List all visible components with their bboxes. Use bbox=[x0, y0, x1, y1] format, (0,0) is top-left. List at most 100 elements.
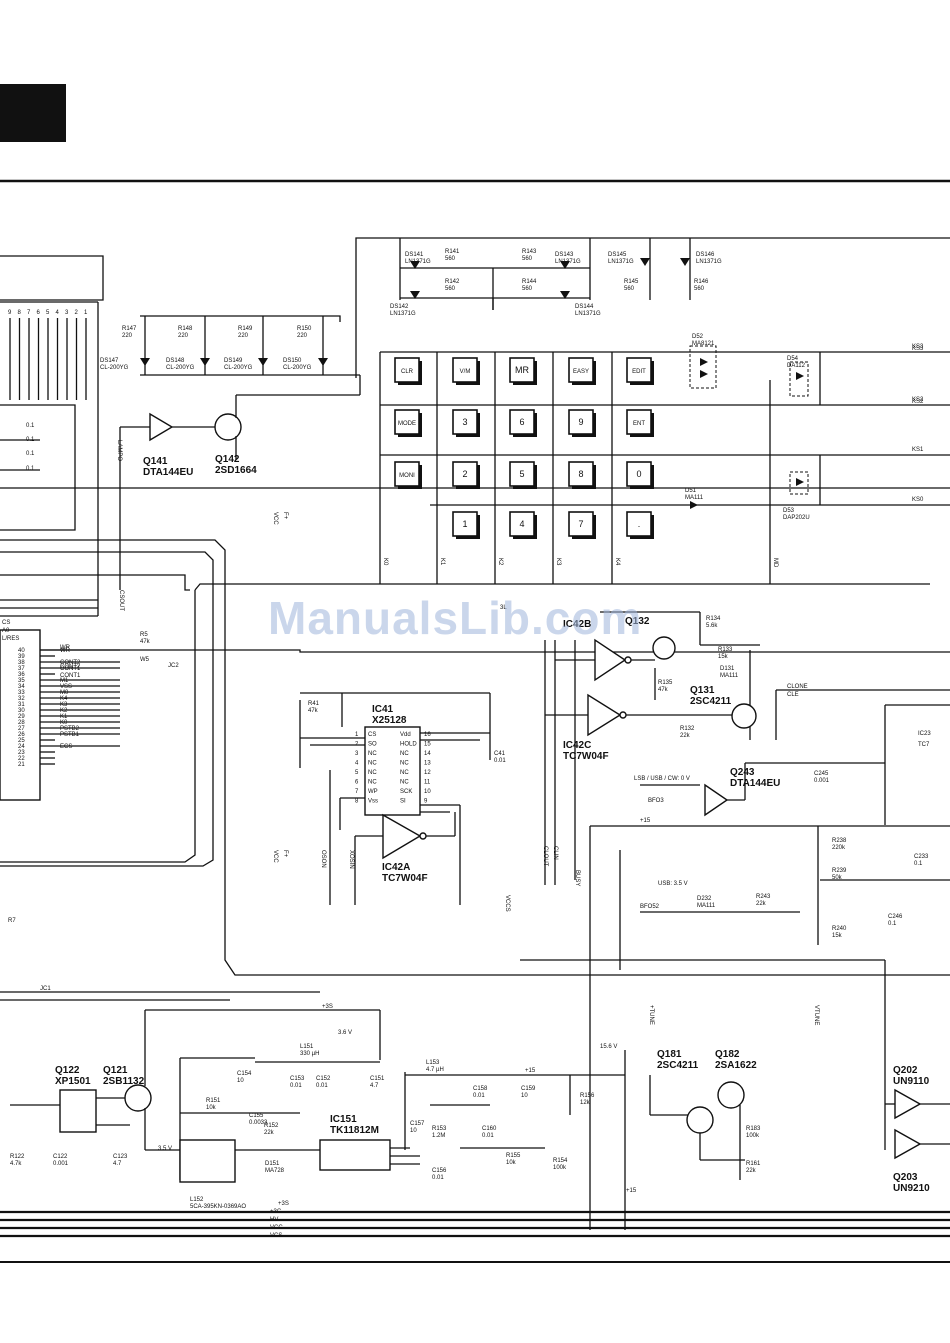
ic41-pin-num-right: 12 bbox=[424, 770, 431, 776]
key-face bbox=[626, 357, 652, 383]
cap-label: 0.1 bbox=[26, 423, 35, 429]
ic41-pin-right: SCK bbox=[400, 789, 412, 795]
resistor-value: 560 bbox=[445, 286, 456, 292]
resistor-value: 47k bbox=[140, 639, 151, 645]
key-face bbox=[509, 409, 535, 435]
keyline-label: KS3 bbox=[912, 344, 924, 350]
led-part: LN1371G bbox=[608, 259, 634, 265]
cpu-pin-number: 21 bbox=[18, 762, 25, 768]
capacitor-ref: C245 bbox=[814, 771, 829, 777]
capacitor-ref: C159 bbox=[521, 1086, 536, 1092]
net-label-cont1: CONT1 bbox=[60, 673, 81, 679]
keyline-label: KS0 bbox=[912, 497, 924, 503]
resistor-ref: R143 bbox=[522, 249, 537, 255]
keypad-key-moni: MONI bbox=[394, 461, 422, 489]
ic41-pin-right: NC bbox=[400, 761, 409, 767]
connector-pin-number: 1 bbox=[84, 310, 88, 316]
resistor-ref: R144 bbox=[522, 279, 537, 285]
capacitor-value: 0.01 bbox=[290, 1083, 302, 1089]
ic41-pin-right: NC bbox=[400, 751, 409, 757]
resistor-ref: R135 bbox=[658, 680, 673, 686]
resistor-value: 47k bbox=[308, 708, 319, 714]
capacitor-value: 0.001 bbox=[814, 778, 830, 784]
cpu-pin-signal: M1 bbox=[60, 678, 69, 684]
ic-ref: IC42C bbox=[563, 740, 591, 751]
keypad-key-clr: CLR bbox=[394, 357, 422, 385]
led-part: LN1371G bbox=[405, 259, 431, 265]
capacitor-value: 0.01 bbox=[473, 1093, 485, 1099]
vertical-net-label: +TUNE bbox=[648, 1005, 654, 1025]
key-column-label: K0 bbox=[382, 558, 388, 566]
transistor-part: UN9110 bbox=[893, 1076, 930, 1087]
led-symbol bbox=[410, 291, 420, 299]
resistor-ref: R134 bbox=[706, 616, 721, 622]
key-label: 0 bbox=[636, 469, 641, 479]
resistor-value: 1.2M bbox=[432, 1133, 445, 1139]
key-column-label: K1 bbox=[439, 558, 445, 566]
ic41-pin-num-left: 7 bbox=[355, 789, 359, 795]
led-part: CL-200YG bbox=[224, 365, 253, 371]
ic42a-inverter bbox=[329, 770, 456, 905]
led-ref: DS143 bbox=[555, 252, 574, 258]
key-label: 6 bbox=[519, 417, 524, 427]
ic41-pin-right: NC bbox=[400, 770, 409, 776]
diode-part: MA111 bbox=[685, 495, 704, 501]
ic41-pin-num-left: 3 bbox=[355, 751, 359, 757]
resistor-ref: R122 bbox=[10, 1154, 25, 1160]
component-labels: R141560R142560R143560R144560R145560R1465… bbox=[8, 249, 931, 1239]
vertical-net-label: VCC bbox=[272, 850, 278, 863]
bus-label: L/RES bbox=[2, 636, 19, 642]
cpu-pin-signal: PSTB1 bbox=[60, 732, 80, 738]
key-label: 7 bbox=[578, 519, 583, 529]
resistor-ref: R5 bbox=[140, 632, 148, 638]
net-label-jc2: JC2 bbox=[168, 663, 179, 669]
cpu-pin-signal: M0 bbox=[60, 690, 69, 696]
resistor-value: 10k bbox=[506, 1160, 517, 1166]
keypad-key-5: 5 bbox=[509, 461, 537, 489]
resistor-value: 220k bbox=[832, 845, 846, 851]
ic41-pin-left: Vss bbox=[368, 799, 378, 805]
capacitor-value: 4.7 bbox=[113, 1161, 122, 1167]
diode-ref: D52 bbox=[692, 334, 704, 340]
resistor-value: 12k bbox=[580, 1100, 591, 1106]
led-ref: DS144 bbox=[575, 304, 594, 310]
key-face bbox=[626, 511, 652, 537]
diode-ref: D131 bbox=[720, 666, 735, 672]
vertical-net-label: VCCS bbox=[504, 895, 510, 912]
cpu-chip: CS A0 L/RES bbox=[0, 620, 41, 801]
vertical-net-label: VTUNE bbox=[813, 1005, 819, 1025]
net-label-v36: 3.6 V bbox=[338, 1030, 352, 1036]
keypad-key-8: 8 bbox=[568, 461, 596, 489]
key-label: 9 bbox=[578, 417, 583, 427]
resistor-value: 560 bbox=[522, 256, 533, 262]
resistor-ref: R155 bbox=[506, 1153, 521, 1159]
key-label: MR bbox=[515, 365, 529, 375]
transistor-part: 2SC4211 bbox=[690, 696, 732, 707]
ic41-pin-right: NC bbox=[400, 780, 409, 786]
led-labels: DS141LN1371GDS142LN1371GDS143LN1371GDS14… bbox=[100, 252, 722, 371]
net-label-vcc: VCC bbox=[270, 1225, 283, 1231]
diode-part: MA111 bbox=[697, 903, 716, 909]
connector-pin-number: 6 bbox=[37, 310, 41, 316]
key-label: 4 bbox=[519, 519, 524, 529]
cpu-pin-number: 39 bbox=[18, 654, 25, 660]
led-part: CL-200YG bbox=[100, 365, 129, 371]
cpu-pin-signal: K4 bbox=[60, 696, 68, 702]
inductor-value: 4.7 µH bbox=[426, 1067, 444, 1073]
key-face bbox=[626, 409, 652, 435]
capacitor-ref: C151 bbox=[370, 1076, 385, 1082]
key-column-label: K2 bbox=[497, 558, 503, 566]
diode-ref: D151 bbox=[265, 1161, 280, 1167]
keypad-key-dot: . bbox=[626, 511, 654, 539]
resistor-value: 22k bbox=[264, 1130, 275, 1136]
capacitor-ref: C154 bbox=[237, 1071, 252, 1077]
key-label: 3 bbox=[462, 417, 467, 427]
led-symbol bbox=[560, 291, 570, 299]
led-part: LN1371G bbox=[575, 311, 601, 317]
ic-ref: IC42B bbox=[563, 619, 591, 630]
cpu-pin-number: 31 bbox=[18, 702, 25, 708]
net-label-clone: CLONE bbox=[787, 684, 808, 690]
keypad-key-7: 7 bbox=[568, 511, 596, 539]
key-face bbox=[452, 357, 478, 383]
